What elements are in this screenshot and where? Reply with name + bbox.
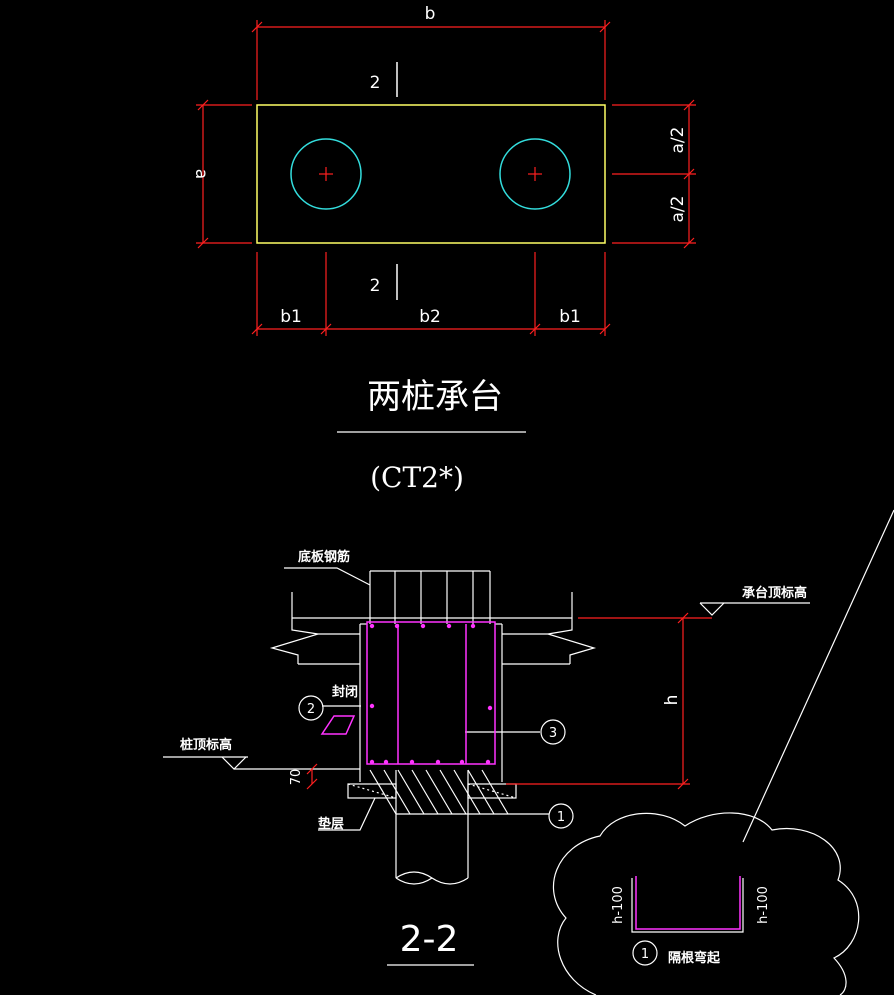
detail-bar	[635, 876, 741, 930]
cap-outline	[256, 104, 606, 244]
dim-70-label: 70	[289, 769, 304, 786]
seal-symbol	[320, 715, 356, 735]
dim-h-label: h	[662, 695, 682, 706]
detail-cloud	[552, 509, 894, 995]
callout-3-label: 3	[549, 726, 557, 741]
plan-code: (CT2*)	[370, 461, 464, 494]
detail-bar-outline	[631, 878, 744, 933]
dim-b-label: b	[425, 4, 436, 24]
detail-leader	[742, 509, 894, 843]
callouts	[298, 695, 574, 829]
callout-3-circle	[540, 719, 566, 745]
label-cushion: 垫层	[318, 816, 344, 832]
detail-label: 隔根弯起	[668, 950, 721, 966]
pile-right	[499, 138, 571, 210]
dim-b1-right-label: b1	[559, 307, 581, 327]
callout-1-label: 1	[557, 810, 565, 825]
section-mark-top: 2	[370, 73, 381, 93]
section-view	[163, 567, 810, 885]
dim-a-half	[612, 99, 696, 249]
section-mark-bottom: 2	[370, 276, 381, 296]
dim-a-label: a	[191, 169, 211, 179]
rebar-cage	[320, 621, 496, 765]
left-break-upper	[269, 618, 319, 664]
dim-b1-left-label: b1	[280, 307, 302, 327]
plan-view	[196, 20, 696, 433]
label-pile-top-elevation: 桩顶标高	[180, 737, 232, 753]
detail-callout-circle	[632, 940, 658, 966]
plan-title: 两桩承台	[367, 377, 503, 417]
section-title: 2-2	[400, 919, 459, 960]
callout-1-circle	[548, 803, 574, 829]
rebar-dots	[369, 623, 493, 765]
dim-b1-b2	[251, 252, 611, 336]
dim-b2-label: b2	[419, 307, 441, 327]
callout-2-circle	[298, 695, 324, 721]
dim-a	[196, 99, 252, 249]
dim-a-half-bottom-label: a/2	[668, 196, 688, 223]
label-seal: 封闭	[332, 684, 358, 700]
dim-h	[306, 612, 690, 790]
pile-left	[290, 138, 362, 210]
label-bottom-rebar: 底板钢筋	[298, 549, 350, 565]
detail-callout-label: 1	[641, 947, 649, 962]
right-break-upper	[547, 618, 597, 664]
label-cap-top-elevation: 承台顶标高	[742, 585, 807, 601]
detail-dim-left: h-100	[611, 886, 626, 924]
pile-hatch	[369, 769, 509, 815]
callout-2-label: 2	[307, 702, 315, 717]
dim-b	[251, 20, 611, 100]
pile-center-marks	[319, 167, 542, 181]
dim-a-half-top-label: a/2	[668, 127, 688, 154]
detail-dim-right: h-100	[756, 886, 771, 924]
